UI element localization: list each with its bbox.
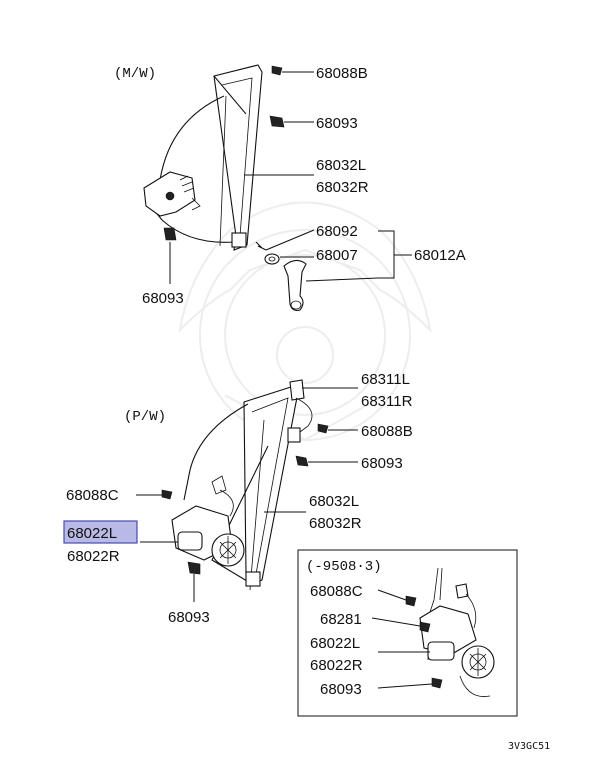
bolt-68088B-icon — [317, 423, 329, 434]
part-label-68032L: 68032L — [316, 157, 366, 174]
inset-leader-lines — [371, 589, 433, 689]
power-regulator-assembly — [161, 379, 329, 591]
manual-regulator-assembly — [143, 64, 307, 311]
switch-connector-icon — [287, 427, 301, 443]
part-label-68012A: 68012A — [414, 247, 466, 264]
part-label-68093: 68093 — [361, 455, 403, 472]
part-label-68022R: 68022R — [310, 657, 363, 674]
washer-68007-icon — [264, 253, 280, 265]
part-label-68088C: 68088C — [66, 487, 119, 504]
regulator-arm-upper — [213, 75, 247, 115]
inset-frame — [297, 549, 518, 717]
regulator-arm-lower — [211, 445, 269, 585]
inset-panel — [297, 549, 518, 717]
manual-leader-lines — [169, 71, 412, 284]
diagram-code: 3V3GC51 — [508, 741, 550, 752]
inset-bolt-68093-icon — [431, 677, 443, 689]
bolt-68093-icon — [295, 455, 309, 467]
section-label-power: (P/W) — [124, 409, 166, 425]
inset-motor-housing — [427, 641, 455, 661]
part-label-68281: 68281 — [320, 611, 362, 628]
lower-bracket — [245, 571, 261, 587]
inset-bolt-68281-icon — [419, 621, 431, 633]
lower-bracket — [231, 232, 247, 248]
power-leader-lines — [136, 387, 358, 602]
bolt-68088C-icon — [161, 489, 173, 500]
part-label-68093: 68093 — [316, 115, 358, 132]
section-label-inset: (-9508·3) — [306, 559, 382, 575]
bolt-68088B-icon — [271, 65, 283, 76]
part-label-68093: 68093 — [142, 290, 184, 307]
bolt-68093-bottom-icon — [163, 227, 177, 241]
clip-68092-icon — [255, 241, 267, 251]
part-label-68093: 68093 — [320, 681, 362, 698]
part-label-68032L: 68032L — [309, 493, 359, 510]
section-label-manual: (M/W) — [114, 66, 156, 82]
inset-bolt-68088C-icon — [405, 595, 417, 607]
highlight-box — [63, 520, 138, 544]
part-label-68311L: 68311L — [361, 371, 410, 388]
part-label-68311R: 68311R — [361, 393, 413, 410]
part-label-68088B: 68088B — [316, 65, 368, 82]
part-label-68007: 68007 — [316, 247, 358, 264]
regulator-rail — [243, 385, 299, 587]
window-crank-handle — [283, 259, 307, 311]
motor-housing — [177, 531, 203, 551]
regulator-arm — [183, 403, 249, 501]
bolt-68093-bottom-icon — [187, 561, 201, 575]
part-label-68032R: 68032R — [316, 179, 369, 196]
bolt-68093-top-icon — [269, 115, 285, 128]
part-label-68093: 68093 — [168, 609, 210, 626]
part-label-68022R: 68022R — [67, 548, 120, 565]
part-label-68092: 68092 — [316, 223, 358, 240]
inset-connector-icon — [455, 583, 469, 599]
part-label-68088B: 68088B — [361, 423, 413, 440]
part-label-68022L: 68022L — [310, 635, 360, 652]
part-label-68032R: 68032R — [309, 515, 362, 532]
part-label-68088C: 68088C — [310, 583, 363, 600]
connector-68311-icon — [289, 379, 305, 401]
part-label-68022L-highlighted[interactable]: 68022L — [67, 525, 117, 542]
